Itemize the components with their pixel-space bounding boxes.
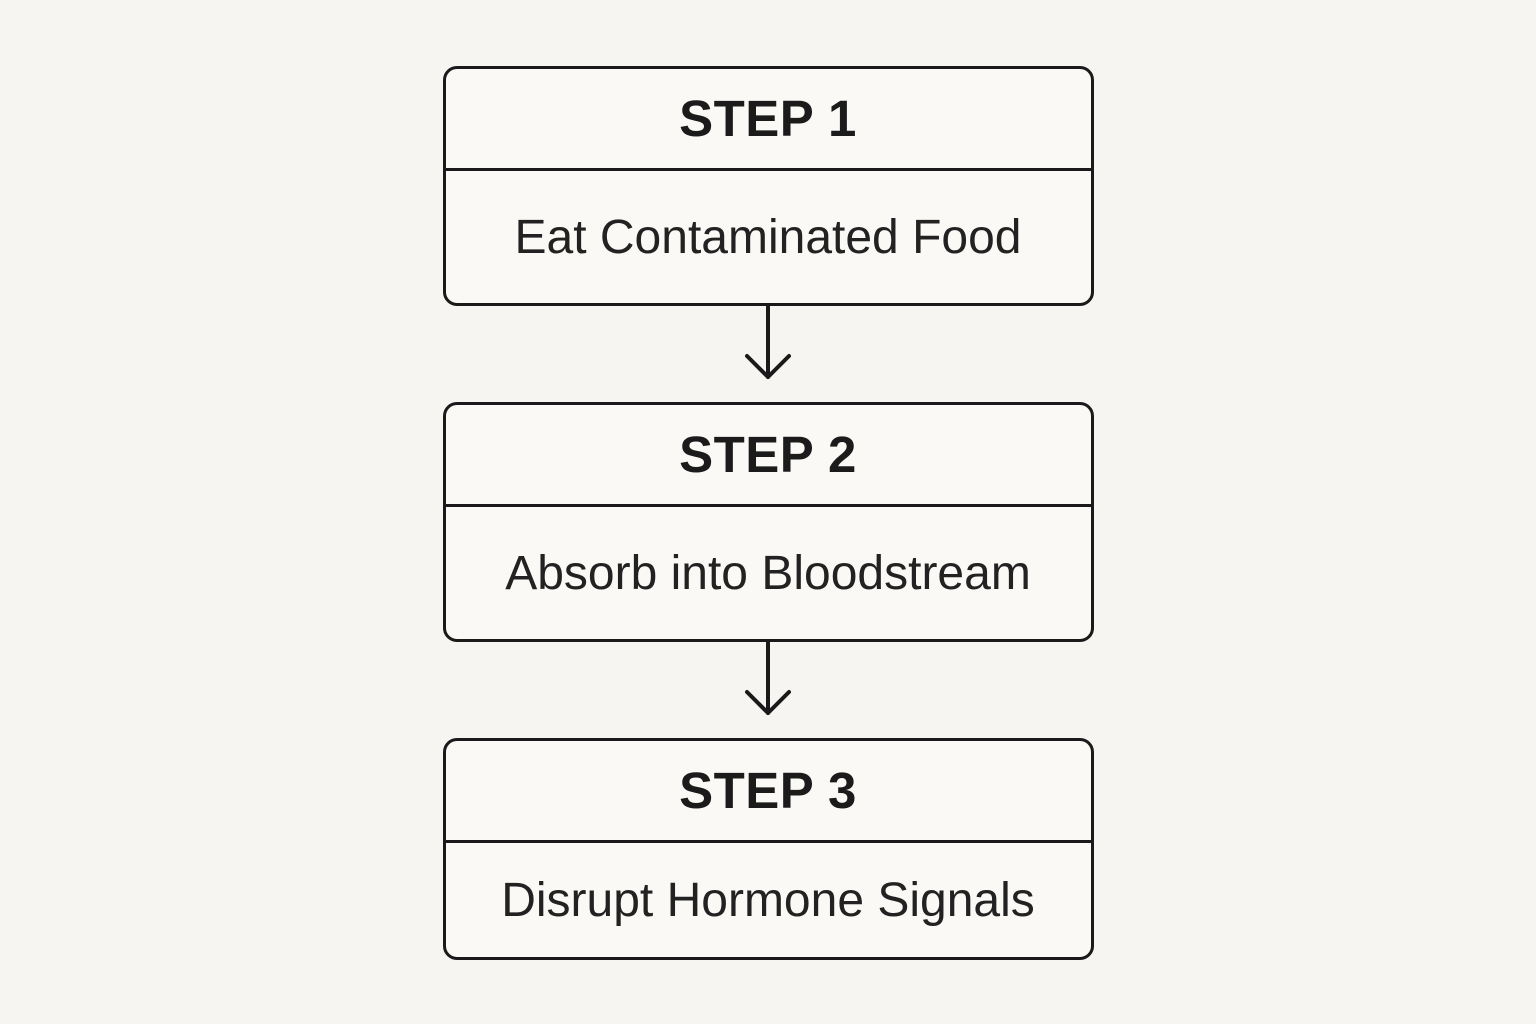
arrow-down-icon xyxy=(443,306,1094,402)
step-box-2: STEP 2 Absorb into Bloodstream xyxy=(442,402,1094,642)
step-1-description: Eat Contaminated Food xyxy=(514,210,1022,264)
step-box-1: STEP 1 Eat Contaminated Food xyxy=(442,66,1094,306)
step-box-3: STEP 3 Disrupt Hormone Signals xyxy=(442,738,1094,960)
step-2-description: Absorb into Bloodstream xyxy=(505,546,1031,600)
step-1-title: STEP 1 xyxy=(445,69,1091,171)
step-3-title: STEP 3 xyxy=(445,741,1091,843)
arrow-down-icon xyxy=(443,642,1094,738)
flowchart: STEP 1 Eat Contaminated Food STEP 2 Abso… xyxy=(442,66,1094,960)
step-2-title: STEP 2 xyxy=(445,405,1091,507)
step-3-description: Disrupt Hormone Signals xyxy=(501,873,1035,927)
